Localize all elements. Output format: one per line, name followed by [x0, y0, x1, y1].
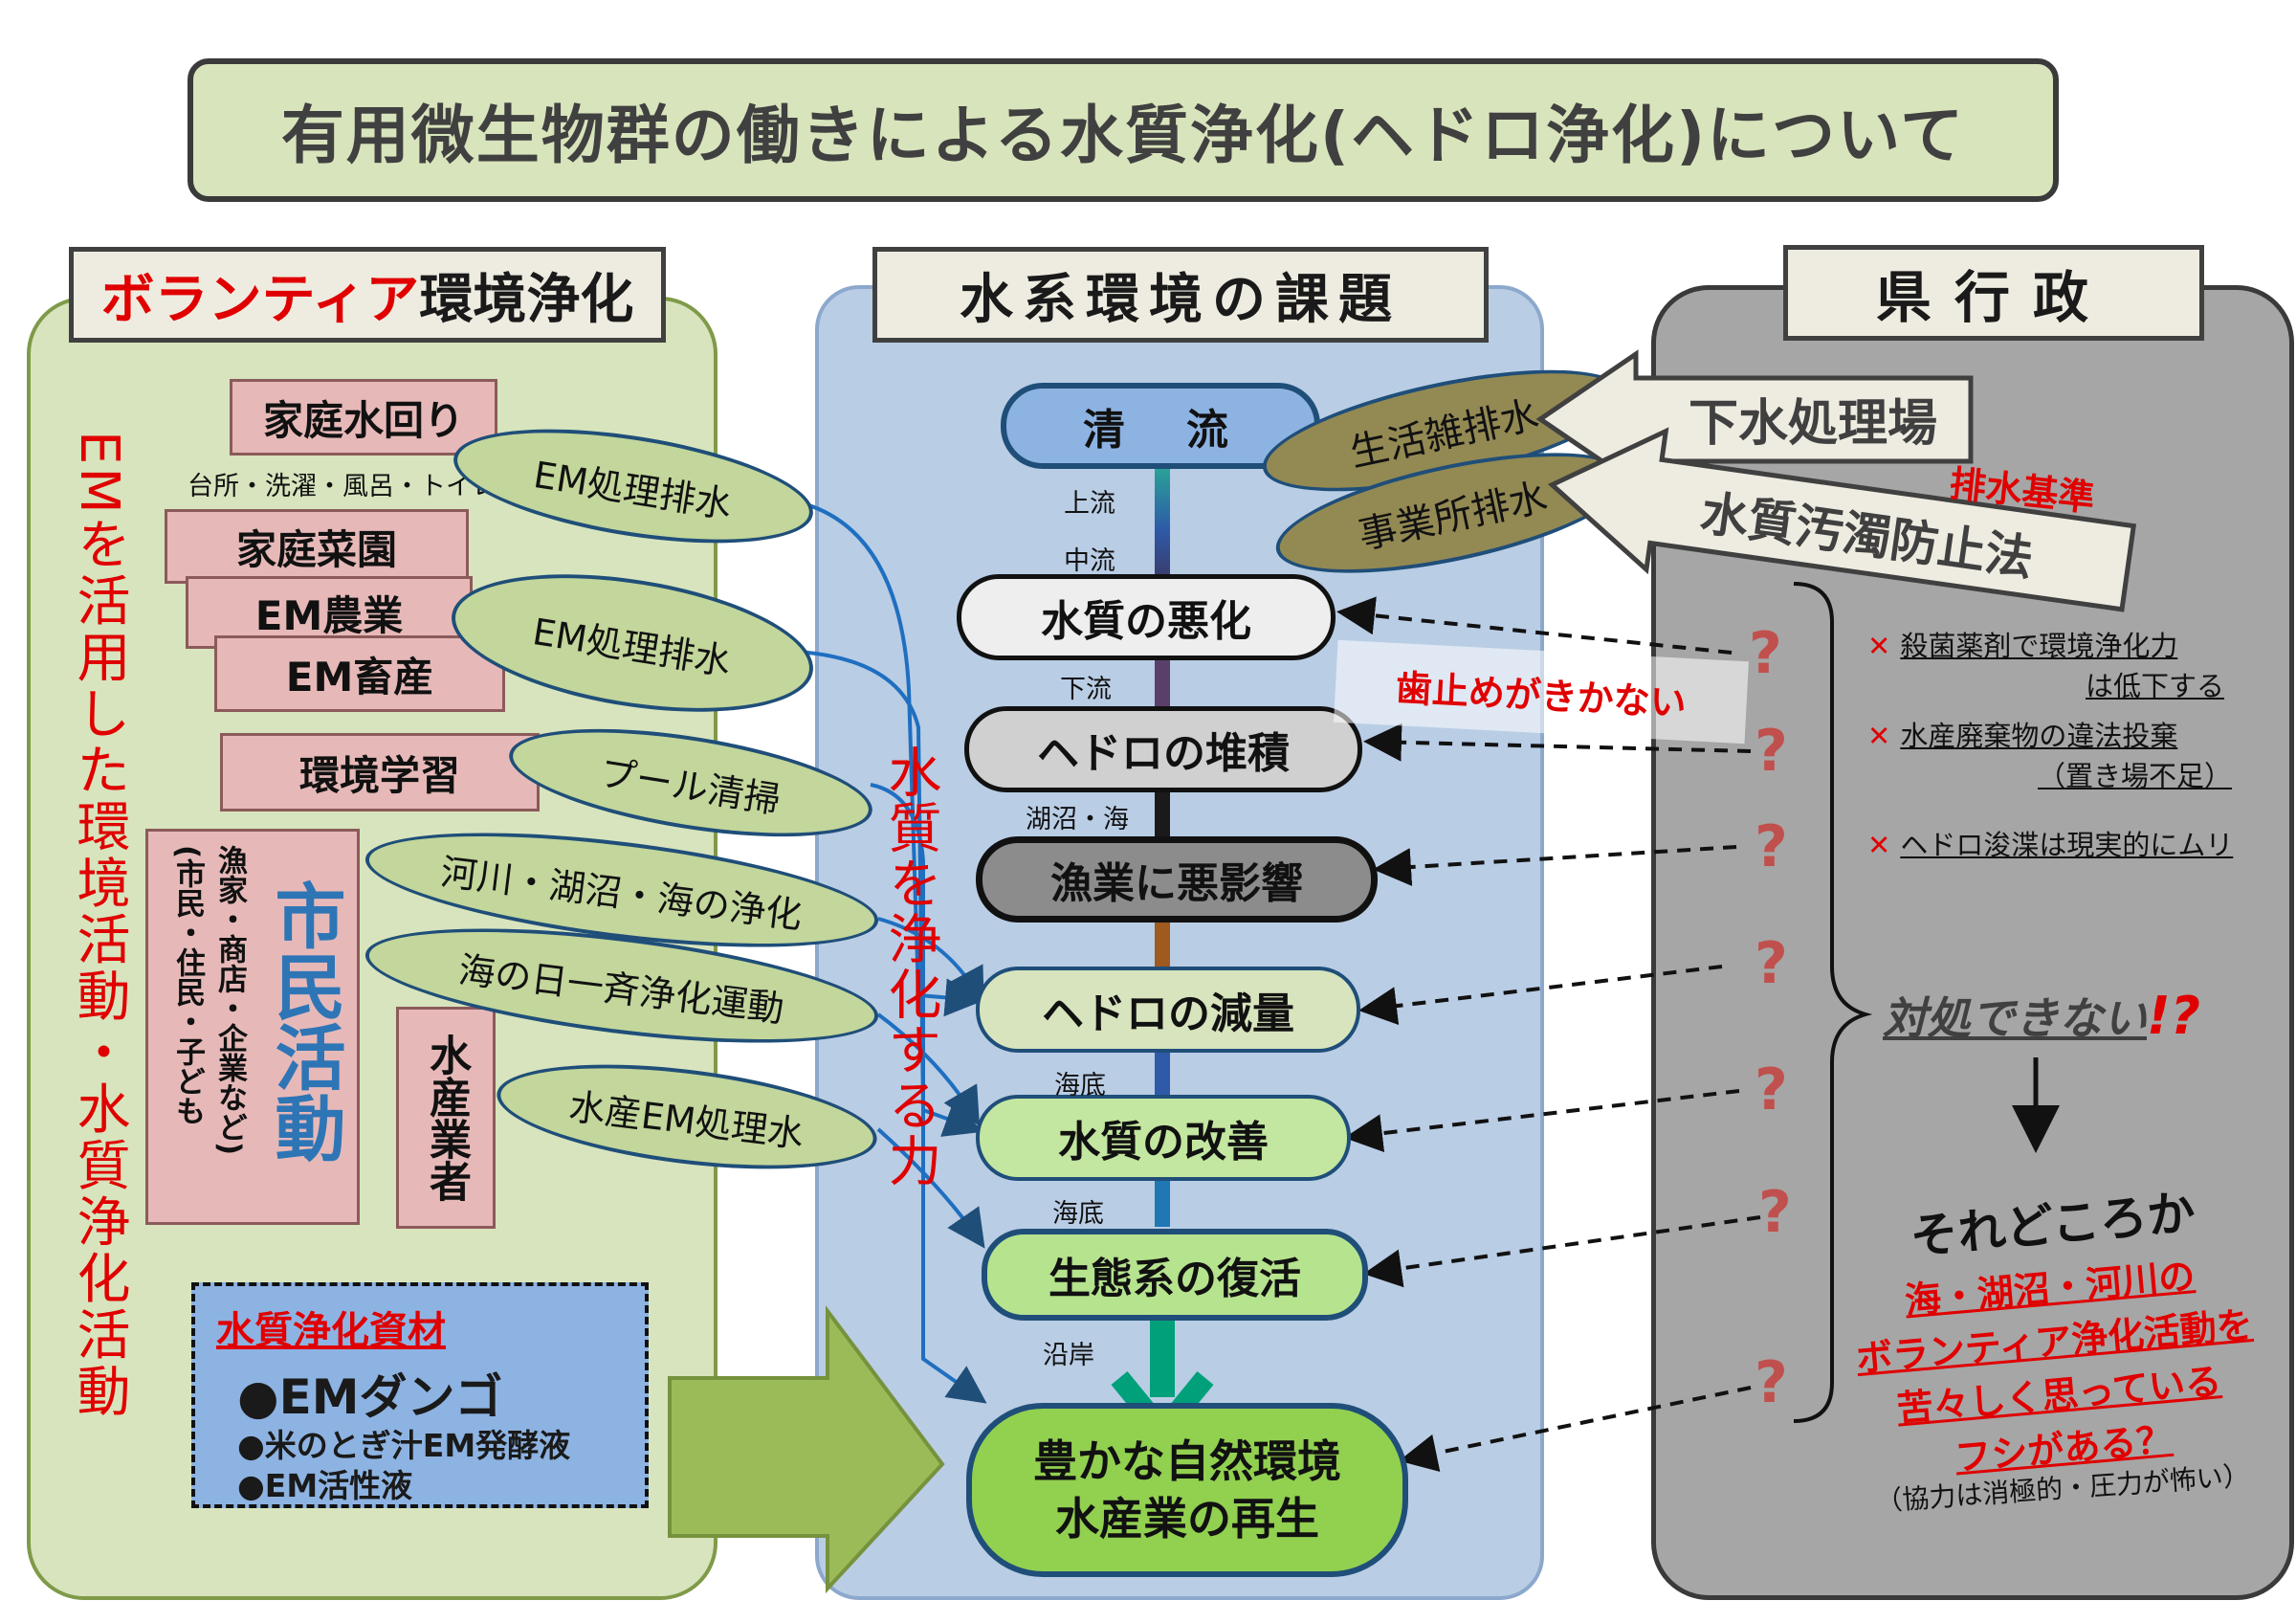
label-downstream: 下流: [1060, 675, 1112, 704]
page-title: 有用微生物群の働きによる水質浄化(ヘドロ浄化)について: [188, 58, 2059, 202]
x-mark-icon: ✕: [1867, 630, 1891, 662]
issue-1-line-1: 殺菌薬剤で環境浄化力: [1900, 630, 2178, 662]
question-mark-7: ?: [1755, 1349, 1788, 1416]
question-mark-4: ?: [1755, 930, 1788, 997]
volunteer-header-red: ボランティア: [100, 268, 420, 331]
node-ecosystem-revival: 生態系の復活: [982, 1229, 1368, 1321]
question-mark-3: ?: [1755, 813, 1788, 880]
prefecture-header: 県行政: [1783, 245, 2204, 341]
home-water-sub: 台所・洗濯・風呂・トイレ: [188, 472, 497, 501]
garden-box: 家庭菜園: [165, 509, 469, 584]
final-goal-line-2: 水産業の再生: [1055, 1493, 1319, 1545]
vertical-em-label: EMを活用した環境活動・水質浄化活動: [68, 431, 130, 1420]
node-fishery-impact: 漁業に悪影響: [976, 836, 1378, 923]
citizens-sub-1: (市民・住民・子ども: [170, 845, 205, 1126]
label-coast: 沿岸: [1043, 1341, 1094, 1370]
home-water-box: 家庭水回り: [230, 379, 497, 456]
citizens-box: (市民・住民・子ども 漁家・商店・企業など) 市民活動: [145, 829, 360, 1225]
cannot-respond: 対処できない!?: [1883, 984, 2200, 1047]
x-mark-icon: ✕: [1867, 829, 1891, 861]
label-seabed-2: 海底: [1052, 1199, 1104, 1229]
question-mark-5: ?: [1755, 1056, 1788, 1123]
issue-1: ✕ 殺菌薬剤で環境浄化力: [1867, 624, 2177, 664]
citizens-title: 市民活動: [263, 879, 345, 1163]
block-arrows: [1535, 349, 2137, 612]
fishery-box: 水産業者: [396, 1007, 496, 1229]
issue-1-line-2: は低下する: [2086, 670, 2225, 702]
final-goal-line-1: 豊かな自然環境: [1033, 1435, 1341, 1487]
node-water-improvement: 水質の改善: [976, 1095, 1351, 1181]
env-learning-box: 環境学習: [220, 733, 540, 812]
water-issues-header: 水系環境の課題: [872, 247, 1489, 343]
label-seabed-1: 海底: [1054, 1071, 1106, 1101]
vertical-purify-label: 水質を浄化する力: [879, 745, 941, 1189]
label-upstream: 上流: [1064, 489, 1115, 519]
rather-red-block: 海・湖沼・河川の ボランティア浄化活動を 苦々しく思っている フシがある？: [1838, 1243, 2276, 1493]
sewage-plant-label: 下水処理場: [1688, 395, 1937, 453]
issue-3: ✕ ヘドロ浚渫は現実的にムリ: [1867, 823, 2233, 863]
materials-item-1: ●EMダンゴ: [237, 1369, 503, 1425]
question-mark-2: ?: [1755, 718, 1788, 785]
issue-3-line-1: ヘドロ浚渫は現実的にムリ: [1900, 829, 2234, 861]
materials-title: 水質浄化資材: [216, 1309, 446, 1353]
issue-2-line-2: （置き場不足）: [2038, 760, 2233, 792]
em-livestock-box: EM畜産: [214, 635, 505, 712]
materials-box: 水質浄化資材 ●EMダンゴ ●米のとぎ汁EM発酵液 ●EM活性液: [191, 1282, 649, 1508]
volunteer-header-rest: 環境浄化: [419, 268, 634, 331]
node-water-degradation: 水質の悪化: [957, 574, 1336, 660]
volunteer-header: ボランティア環境浄化: [69, 247, 666, 343]
materials-item-2: ●米のとぎ汁EM発酵液: [237, 1427, 571, 1464]
node-sludge-accumulation: ヘドロの堆積: [964, 706, 1362, 792]
node-final-goal: 豊かな自然環境 水産業の再生: [966, 1403, 1408, 1577]
label-lake-sea: 湖沼・海: [1026, 805, 1129, 834]
issue-2: ✕ 水産廃棄物の違法投棄: [1867, 714, 2177, 754]
issue-2-line-1: 水産廃棄物の違法投棄: [1900, 720, 2178, 752]
cannot-respond-text: 対処できない: [1883, 992, 2147, 1044]
cannot-respond-mark: !?: [2147, 986, 2200, 1046]
question-mark-6: ?: [1758, 1179, 1792, 1246]
citizens-sub-2: 漁家・商店・企業など): [212, 845, 247, 1156]
node-sludge-reduction: ヘドロの減量: [976, 967, 1360, 1053]
question-mark-1: ?: [1749, 620, 1782, 687]
label-midstream: 中流: [1064, 546, 1115, 576]
x-mark-icon: ✕: [1867, 720, 1891, 752]
materials-item-3: ●EM活性液: [237, 1467, 413, 1504]
big-arrow: [668, 1305, 945, 1594]
